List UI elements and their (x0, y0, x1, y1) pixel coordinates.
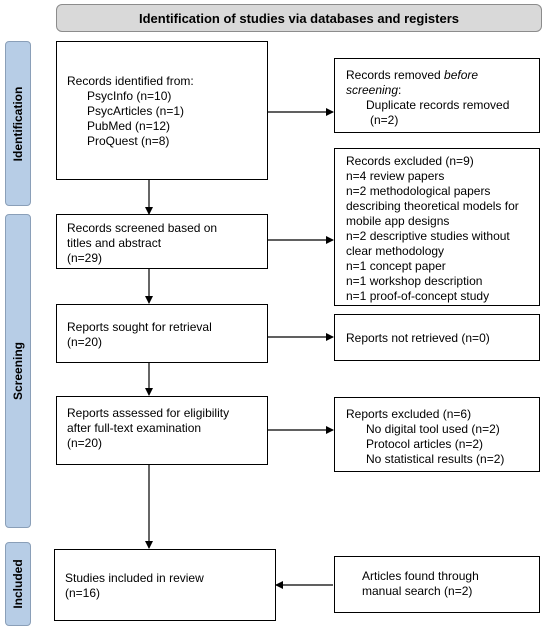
duplicate-records-removed: Duplicate records removed (366, 98, 510, 112)
reports-sought-box: Reports sought for retrieval (n=20) (56, 304, 268, 363)
excluded-reason-review: n=4 review papers (346, 169, 445, 183)
reports-excluded-no-digital-tool: No digital tool used (n=2) (366, 422, 500, 436)
reports-excluded-no-statistics: No statistical results (n=2) (366, 452, 505, 466)
excluded-reason-descriptive: n=2 descriptive studies without (346, 229, 510, 243)
source-psycarticles: PsycArticles (n=1) (87, 104, 185, 118)
reports-excluded-protocol: Protocol articles (n=2) (366, 437, 484, 451)
excluded-reason-proof-of-concept: n=1 proof-of-concept study (346, 289, 490, 303)
manual-search-line-1: Articles found through (362, 569, 479, 583)
duplicate-records-count: (n=2) (370, 113, 399, 127)
source-proquest: ProQuest (n=8) (87, 134, 170, 148)
records-removed-box: Records removed before screening: Duplic… (334, 58, 540, 133)
reports-excluded-title: Reports excluded (n=6) (346, 407, 472, 421)
records-identified-title: Records identified from: (67, 74, 194, 88)
phase-label-included: Included (5, 542, 31, 626)
records-removed-heading: Records removed before (346, 68, 479, 82)
excluded-reason-methodological-cont2: mobile app designs (346, 214, 450, 228)
reports-assessed-line-1: Reports assessed for eligibility (67, 406, 230, 420)
reports-assessed-line-2: after full-text examination (67, 421, 202, 435)
reports-sought-count: (n=20) (67, 335, 103, 349)
phase-label-identification: Identification (5, 41, 31, 206)
excluded-reason-methodological-cont: describing theoretical models for (346, 199, 519, 213)
reports-sought-line-1: Reports sought for retrieval (67, 320, 212, 334)
source-psycinfo: PsycInfo (n=10) (87, 89, 172, 103)
reports-assessed-count: (n=20) (67, 436, 103, 450)
manual-search-line-2: manual search (n=2) (362, 584, 473, 598)
manual-search-box: Articles found through manual search (n=… (334, 556, 540, 613)
phase-label-screening: Screening (5, 214, 31, 528)
records-screened-line-1: Records screened based on (67, 221, 218, 235)
reports-excluded-box: Reports excluded (n=6) No digital tool u… (334, 397, 540, 472)
records-screened-count: (n=29) (67, 251, 103, 265)
studies-included-count: (n=16) (65, 586, 101, 600)
reports-not-retrieved-text: Reports not retrieved (n=0) (346, 331, 490, 345)
records-identified-box: Records identified from: PsycInfo (n=10)… (56, 41, 268, 180)
excluded-reason-descriptive-cont: clear methodology (346, 244, 445, 258)
diagram-header: Identification of studies via databases … (56, 4, 542, 32)
excluded-reason-methodological: n=2 methodological papers (346, 184, 491, 198)
header-title: Identification of studies via databases … (138, 10, 460, 26)
reports-not-retrieved-box: Reports not retrieved (n=0) (334, 314, 540, 361)
studies-included-line-1: Studies included in review (65, 571, 204, 585)
studies-included-box: Studies included in review (n=16) (54, 549, 276, 621)
records-excluded-box: Records excluded (n=9) n=4 review papers… (334, 148, 540, 306)
records-screened-line-2: titles and abstract (67, 236, 162, 250)
excluded-reason-concept: n=1 concept paper (346, 259, 446, 273)
records-removed-heading-cont: screening: (346, 83, 402, 97)
records-screened-box: Records screened based on titles and abs… (56, 214, 268, 269)
excluded-reason-workshop: n=1 workshop description (346, 274, 483, 288)
records-excluded-title: Records excluded (n=9) (346, 154, 474, 168)
source-pubmed: PubMed (n=12) (87, 119, 171, 133)
reports-assessed-box: Reports assessed for eligibility after f… (56, 396, 268, 465)
